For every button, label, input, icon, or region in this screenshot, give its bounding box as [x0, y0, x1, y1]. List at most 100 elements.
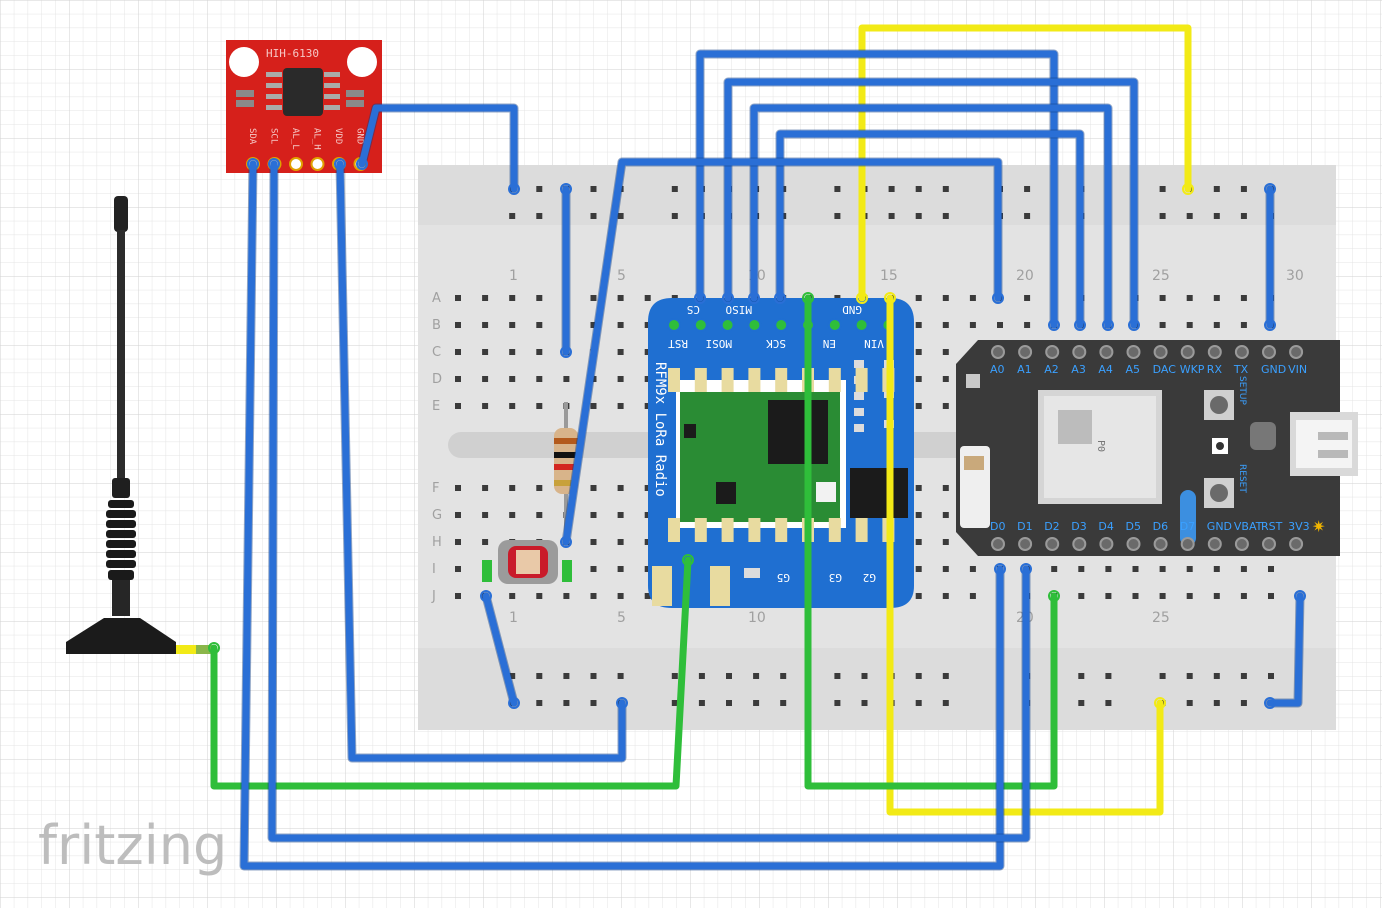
particle-pin[interactable] — [1099, 537, 1114, 551]
wire-gnd-rail[interactable] — [358, 104, 518, 193]
sensor-pin[interactable] — [289, 157, 303, 171]
hole — [671, 700, 678, 706]
lora-pin-pad — [721, 518, 734, 542]
wire-end — [1264, 319, 1276, 331]
hole — [1159, 186, 1166, 192]
antenna[interactable] — [66, 196, 214, 654]
hole — [834, 186, 841, 192]
hole — [834, 700, 841, 706]
lora-pin[interactable] — [667, 318, 681, 332]
row-letter: I — [432, 562, 436, 577]
particle-pin[interactable] — [1018, 345, 1033, 359]
lora-pin[interactable] — [827, 318, 842, 332]
hole — [942, 349, 949, 355]
lora-pin[interactable] — [693, 318, 708, 332]
particle-pin-label: A5 — [1126, 363, 1141, 376]
wire-end — [508, 697, 520, 709]
particle-pin[interactable] — [1099, 345, 1114, 359]
hole — [455, 322, 461, 328]
hole — [509, 593, 516, 599]
photoresistor[interactable] — [482, 540, 572, 584]
particle-pin[interactable] — [1072, 537, 1087, 551]
hole — [482, 512, 489, 518]
lora-pin-label: EN — [823, 337, 836, 350]
lora-pin-pad — [775, 368, 788, 392]
particle-pin-label: GND — [1207, 520, 1232, 533]
lora-pin-pad — [855, 368, 868, 392]
wire-sck-a3[interactable] — [776, 130, 1084, 329]
particle-pin[interactable] — [1126, 537, 1141, 551]
wire-photo-gnd[interactable] — [482, 592, 518, 707]
wire-antenna[interactable] — [210, 556, 692, 790]
particle-pin[interactable] — [1126, 345, 1141, 359]
wire-vdd[interactable] — [336, 160, 626, 762]
hole — [942, 186, 949, 192]
wire-end — [884, 292, 896, 304]
wire-scl[interactable] — [268, 160, 1030, 842]
particle-pin[interactable] — [1207, 345, 1222, 359]
hole — [590, 295, 597, 301]
wire-3v3[interactable] — [1266, 592, 1304, 707]
particle-pin[interactable] — [1045, 537, 1060, 551]
hole — [590, 403, 597, 409]
hole — [1186, 322, 1193, 328]
particle-pin-label: TX — [1233, 363, 1249, 376]
particle-pin[interactable] — [1289, 537, 1304, 551]
particle-pin[interactable] — [991, 537, 1005, 551]
lora-pin-pad — [748, 518, 761, 542]
lora-pin[interactable] — [720, 318, 735, 332]
lora-pin[interactable] — [854, 318, 869, 332]
particle-pin[interactable] — [1018, 537, 1033, 551]
particle-pin[interactable] — [1045, 345, 1060, 359]
wire-cs-a2[interactable] — [696, 50, 1058, 329]
wire-d2[interactable] — [804, 294, 1058, 790]
particle-pin[interactable] — [1234, 537, 1249, 551]
wire-end — [247, 158, 259, 170]
particle-pin-label: A4 — [1098, 363, 1113, 376]
particle-pin-label: A0 — [990, 363, 1005, 376]
particle-pin[interactable] — [1234, 345, 1249, 359]
wire-miso-a5[interactable] — [724, 78, 1138, 329]
particle-pin[interactable] — [1153, 537, 1168, 551]
particle-pin[interactable] — [1180, 537, 1195, 551]
particle-pin[interactable] — [1262, 345, 1276, 359]
particle-pin[interactable] — [1153, 345, 1168, 359]
wires — [208, 24, 1306, 871]
row-letter: J — [431, 589, 436, 604]
sensor-pin[interactable] — [310, 157, 325, 171]
hole — [1051, 566, 1058, 572]
hole — [644, 566, 651, 572]
wire-end — [616, 697, 628, 709]
wire-end — [208, 642, 220, 654]
hole — [482, 485, 489, 491]
wire-end — [682, 554, 694, 566]
particle-pin[interactable] — [1207, 537, 1222, 551]
wire-sda[interactable] — [240, 160, 1004, 870]
hole — [1159, 295, 1166, 301]
lora-pin-label: GND — [842, 303, 862, 316]
lora-pin-label: G3 — [829, 571, 842, 584]
particle-pin[interactable] — [1262, 537, 1276, 551]
particle-pin[interactable] — [1072, 345, 1087, 359]
lora-pin[interactable] — [747, 318, 762, 332]
hole — [1078, 673, 1085, 679]
particle-pin-label: RX — [1207, 363, 1223, 376]
hole — [834, 673, 841, 679]
hole — [1240, 322, 1247, 328]
hole — [617, 403, 624, 409]
lora-pin[interactable] — [774, 318, 789, 332]
wire-end — [560, 536, 572, 548]
wire-mosi-a4[interactable] — [750, 104, 1112, 329]
hole — [942, 539, 949, 545]
lora-pin-pad — [855, 518, 868, 542]
hole — [590, 512, 597, 518]
particle-pin[interactable] — [1289, 345, 1304, 359]
particle-pin[interactable] — [991, 345, 1005, 359]
particle-pin[interactable] — [1180, 345, 1195, 359]
hole — [942, 566, 949, 572]
wire-photo-a0[interactable] — [562, 158, 1002, 546]
breadboard-row-letters: A B C D E F G H I J — [431, 291, 442, 604]
